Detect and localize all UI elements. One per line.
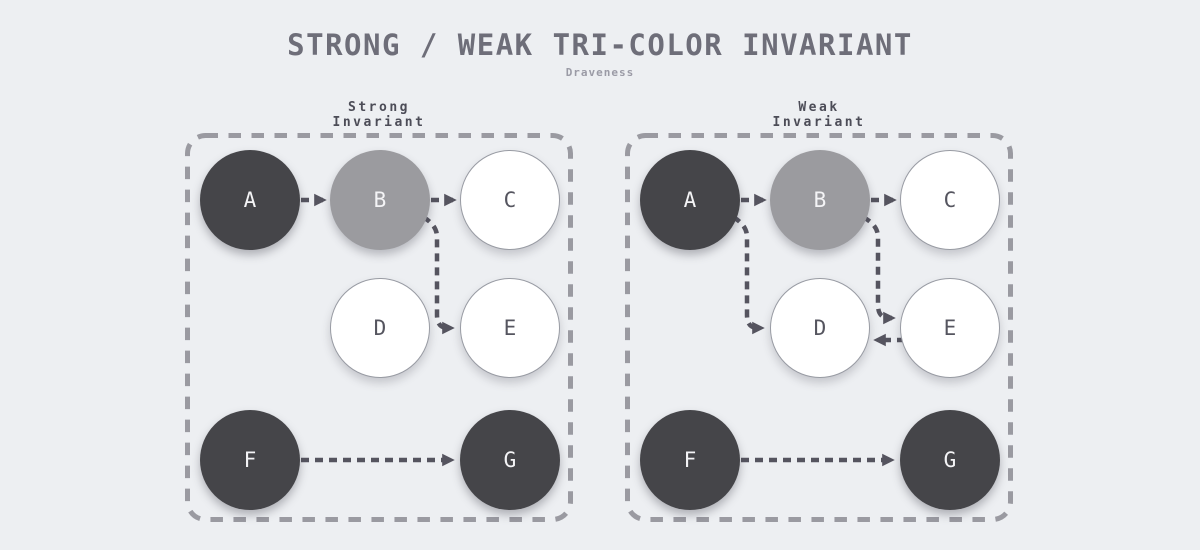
node-c-label: C xyxy=(943,188,957,212)
edge-b-e xyxy=(421,215,455,335)
node-g-label: G xyxy=(503,448,517,472)
node-a-label: A xyxy=(683,188,697,212)
panel-weak-box: A B C D E F G xyxy=(625,133,1013,522)
node-e-label: E xyxy=(503,316,517,340)
node-f: F xyxy=(200,410,300,510)
panel-strong-box: A B C D E F G xyxy=(185,133,573,522)
panel-weak-invariant: Weak Invariant A B C D E F xyxy=(625,95,1013,522)
node-b-label: B xyxy=(373,188,387,212)
node-a-label: A xyxy=(243,188,257,212)
node-f-label: F xyxy=(243,448,257,472)
node-g-label: G xyxy=(943,448,957,472)
node-e: E xyxy=(460,278,560,378)
node-d-label: D xyxy=(373,316,387,340)
page-title: STRONG / WEAK TRI-COLOR INVARIANT xyxy=(287,28,913,62)
node-a: A xyxy=(640,150,740,250)
edge-a-d xyxy=(731,215,765,335)
node-g: G xyxy=(900,410,1000,510)
node-b: B xyxy=(770,150,870,250)
dashed-border xyxy=(185,133,573,522)
page-subtitle: Draveness xyxy=(565,66,635,79)
node-f-label: F xyxy=(683,448,697,472)
strong-edges-layer xyxy=(185,133,573,522)
node-d: D xyxy=(330,278,430,378)
node-g: G xyxy=(460,410,560,510)
node-d-label: D xyxy=(813,316,827,340)
dashed-border xyxy=(625,133,1013,522)
node-c-label: C xyxy=(503,188,517,212)
weak-edges-layer xyxy=(625,133,1013,522)
panel-weak-label: Weak Invariant xyxy=(772,100,866,130)
panel-strong-label: Strong Invariant xyxy=(332,100,426,130)
node-e: E xyxy=(900,278,1000,378)
node-e-label: E xyxy=(943,316,957,340)
node-f: F xyxy=(640,410,740,510)
edge-b-e xyxy=(861,215,896,325)
node-a: A xyxy=(200,150,300,250)
node-d: D xyxy=(770,278,870,378)
node-b-label: B xyxy=(813,188,827,212)
node-c: C xyxy=(460,150,560,250)
panel-strong-invariant: Strong Invariant A B C D E F G xyxy=(185,95,573,522)
node-b: B xyxy=(330,150,430,250)
node-c: C xyxy=(900,150,1000,250)
